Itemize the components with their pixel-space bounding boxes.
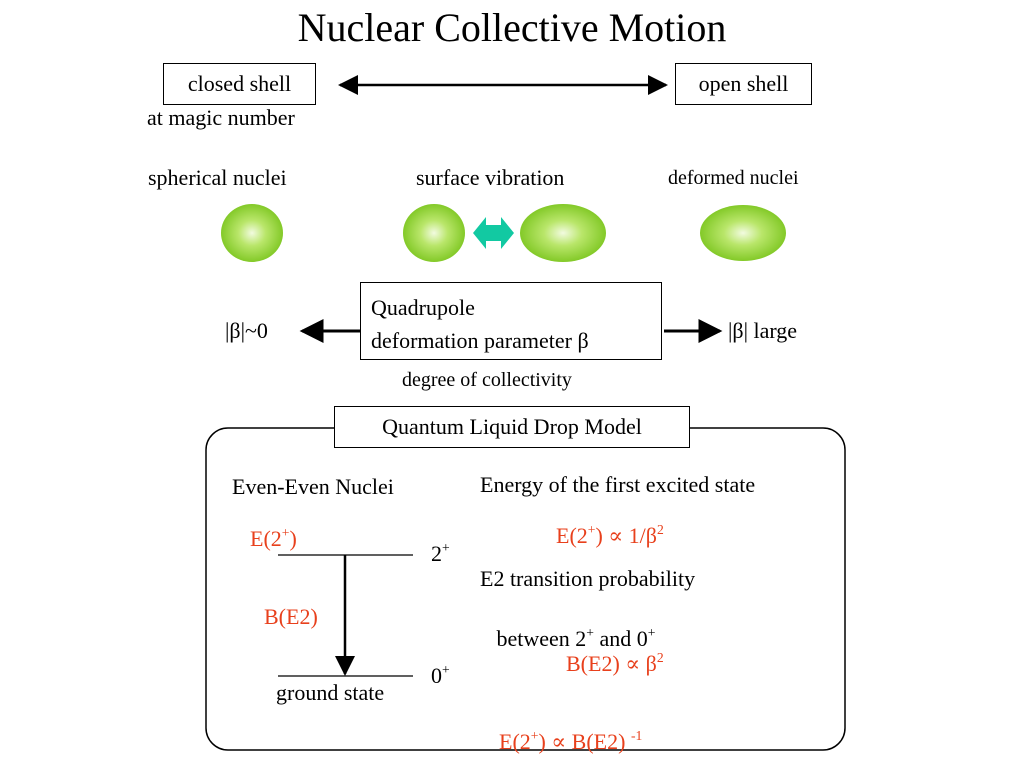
e2-transition-heading: E2 transition probability: [480, 566, 696, 591]
vibration-double-arrow-icon: [473, 217, 514, 249]
be2-label: B(E2): [264, 604, 318, 629]
between-b: +: [586, 625, 594, 640]
level-0plus-label: 0+: [431, 663, 450, 689]
eq2-b: 2: [656, 650, 664, 665]
e2plus-sup: +: [281, 525, 290, 540]
eq1-b: +: [587, 522, 596, 537]
level-2plus-label: 2+: [431, 541, 450, 567]
model-title-box: Quantum Liquid Drop Model: [334, 406, 690, 448]
model-title: Quantum Liquid Drop Model: [382, 414, 642, 439]
deformed-nucleus: [700, 205, 786, 261]
between-d: +: [647, 625, 656, 640]
deformed-nuclei-label: deformed nuclei: [668, 167, 799, 189]
level-0plus-base: 0: [431, 663, 442, 688]
eq3-c: ) ∝ B(E2): [538, 729, 631, 754]
surface-vibration-label: surface vibration: [416, 165, 565, 190]
eq3-d: -1: [630, 728, 643, 743]
e2plus-base: E(2: [250, 526, 282, 551]
spherical-nucleus: [221, 204, 283, 262]
eq1-c: ) ∝ 1/β: [595, 523, 657, 548]
eq2-a: B(E2) ∝ β: [566, 651, 657, 676]
eq3-a: E(2: [499, 729, 531, 754]
ground-state-label: ground state: [276, 680, 385, 705]
vibration-nucleus-sphere: [403, 204, 465, 262]
beta-large-label: |β| large: [728, 318, 798, 343]
level-0plus-sup: +: [442, 662, 450, 677]
eq1-d: 2: [656, 522, 664, 537]
energy-equation: E(2+) ∝ 1/β2: [556, 523, 664, 549]
quadrupole-line1: Quadrupole: [371, 295, 475, 320]
closed-shell-box: closed shell: [163, 63, 316, 105]
relation-equation: E(2+) ∝ B(E2) -1: [488, 703, 642, 755]
quadrupole-box: Quadrupole deformation parameter β: [360, 282, 662, 360]
level-2plus-base: 2: [431, 541, 442, 566]
between-label: between 2+ and 0+: [480, 600, 656, 652]
spherical-nuclei-label: spherical nuclei: [148, 165, 287, 190]
e2plus-label: E(2+): [250, 526, 297, 552]
vibration-nucleus-deformed: [520, 204, 606, 262]
between-c: and 0: [593, 626, 648, 651]
e2plus-end: ): [289, 526, 297, 551]
quadrupole-line2: deformation parameter β: [371, 328, 589, 353]
eq1-a: E(2: [556, 523, 588, 548]
eq3-b: +: [530, 728, 539, 743]
magic-number-label: at magic number: [147, 105, 295, 130]
open-shell-box: open shell: [675, 63, 812, 105]
open-shell-label: open shell: [698, 71, 789, 96]
beta-zero-label: |β|~0: [225, 318, 268, 343]
closed-shell-label: closed shell: [187, 71, 292, 96]
level-2plus-sup: +: [442, 540, 450, 555]
collectivity-label: degree of collectivity: [402, 369, 572, 391]
be2-equation: B(E2) ∝ β2: [566, 651, 664, 677]
page-title: Nuclear Collective Motion: [297, 5, 727, 50]
energy-heading: Energy of the first excited state: [480, 472, 756, 497]
between-a: between 2: [491, 626, 587, 651]
even-even-label: Even-Even Nuclei: [232, 474, 394, 499]
